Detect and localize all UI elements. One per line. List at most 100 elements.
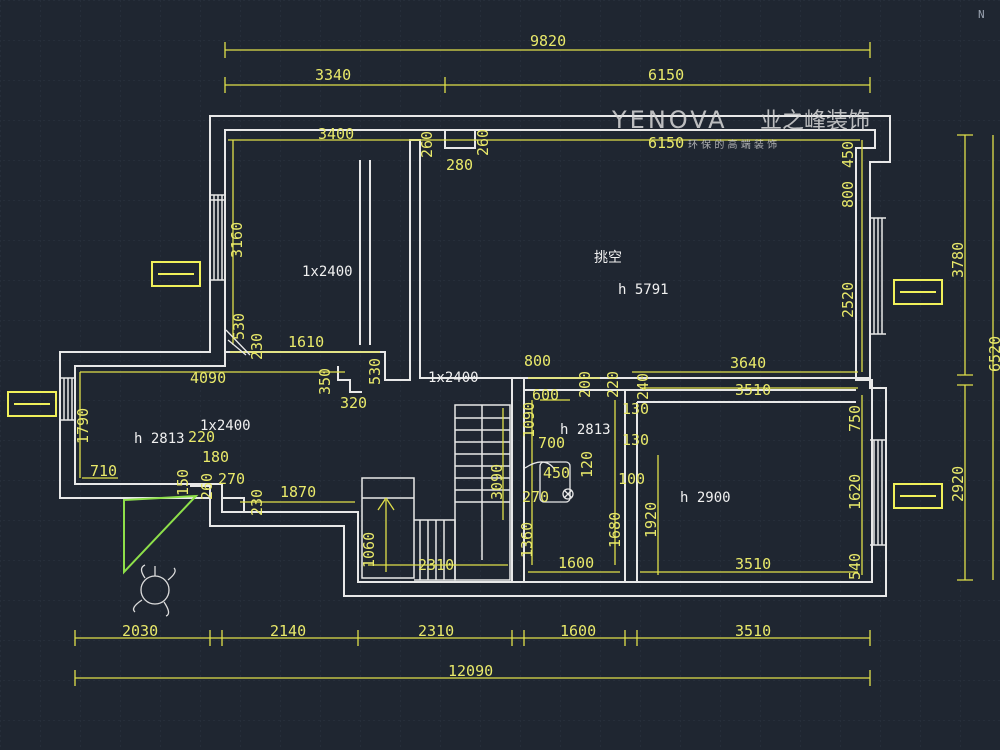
dim-260-b: 260 xyxy=(474,129,492,156)
dim-600: 600 xyxy=(532,386,559,404)
exterior-wall-outer xyxy=(59,115,891,597)
dim-1600-inner: 1600 xyxy=(558,554,594,572)
dim-2520: 2520 xyxy=(839,282,857,318)
dim-bottom-seg-2: 2140 xyxy=(270,622,306,640)
dim-350: 350 xyxy=(316,368,334,395)
bedroom-partition xyxy=(225,139,512,381)
dim-bottom-seg-5: 3510 xyxy=(735,622,771,640)
dim-3510-bottom: 3510 xyxy=(735,555,771,573)
dim-line-bottom-total xyxy=(74,670,871,686)
detail-dimension-labels: 3400 260 280 260 6150 450 800 2520 3160 … xyxy=(74,125,864,580)
exterior-wall-inner xyxy=(74,129,876,583)
watermark-logo: YENOVA 业之峰装饰 环 保 的 高 端 装 饰 xyxy=(611,106,870,151)
closet-marker xyxy=(225,329,251,356)
corridor-wall xyxy=(511,378,525,582)
dim-230-a: 230 xyxy=(248,333,266,360)
dim-260-a: 260 xyxy=(418,131,436,158)
left-notch xyxy=(337,366,362,393)
dim-bottom-seg-4: 1600 xyxy=(560,622,596,640)
dim-3510-top: 3510 xyxy=(735,381,771,399)
dim-line-east-bottom xyxy=(528,400,858,575)
elevation-marker-right-upper xyxy=(893,279,943,305)
fixtures xyxy=(225,329,574,503)
dim-240: 240 xyxy=(634,373,652,400)
dim-320: 320 xyxy=(340,394,367,412)
dim-1620: 1620 xyxy=(846,474,864,510)
dim-bottom-total: 12090 xyxy=(448,662,493,680)
dim-6150-inner: 6150 xyxy=(648,134,684,152)
dim-450-right: 450 xyxy=(839,141,857,168)
elevation-marker-right-lower xyxy=(893,483,943,509)
mid-height: h 2813 xyxy=(560,422,611,438)
bath-fixture xyxy=(539,461,571,503)
dim-220-left: 220 xyxy=(188,428,215,446)
void-label: 挑空 xyxy=(594,250,622,266)
dim-750: 750 xyxy=(846,405,864,432)
staircase xyxy=(361,404,511,581)
sw-opening: 1x2400 xyxy=(200,418,251,434)
dim-line-top-split xyxy=(224,77,871,93)
plant-icon xyxy=(132,564,176,617)
overall-dimension-labels: 9820 3340 6150 12090 2030 2140 2310 1600… xyxy=(122,32,1000,680)
dim-230-left: 230 xyxy=(248,489,266,516)
dim-line-east-top xyxy=(632,371,858,389)
dimension-lines xyxy=(74,42,994,686)
windows xyxy=(60,194,886,546)
dim-top-left: 3340 xyxy=(315,66,351,84)
se-height: h 2900 xyxy=(680,490,731,506)
stair-treads-landing xyxy=(419,520,445,580)
dim-3160: 3160 xyxy=(228,222,246,258)
column-top xyxy=(444,129,476,149)
dim-1610: 1610 xyxy=(288,333,324,351)
arrow-up-stairs xyxy=(377,497,395,511)
dim-150: 150 xyxy=(174,469,192,496)
dim-3090: 3090 xyxy=(488,464,506,500)
window-right-lower xyxy=(870,439,886,546)
dim-1360: 1360 xyxy=(518,522,536,558)
floor-drain-cross xyxy=(563,489,573,499)
dim-280: 280 xyxy=(446,156,473,174)
east-room-wall xyxy=(624,390,638,582)
elevation-markers xyxy=(7,261,943,509)
dim-1920: 1920 xyxy=(642,502,660,538)
window-right-upper xyxy=(870,217,886,335)
floor-drain-icon xyxy=(562,488,574,500)
dim-130-a: 130 xyxy=(622,400,649,418)
dim-line-right-lower xyxy=(957,384,973,581)
dim-top-total: 9820 xyxy=(530,32,566,50)
dim-1090: 1090 xyxy=(520,402,538,438)
window-west xyxy=(60,377,75,421)
dim-line-top-total xyxy=(224,42,871,58)
dim-3400: 3400 xyxy=(318,125,354,143)
dim-right-overall: 6520 xyxy=(986,336,1000,372)
dim-530-b: 530 xyxy=(366,358,384,385)
dim-130-b: 130 xyxy=(622,431,649,449)
dim-540: 540 xyxy=(846,553,864,580)
corridor-opening: 1x2400 xyxy=(428,370,479,386)
balcony-triangle xyxy=(123,494,199,575)
dim-line-west-room xyxy=(79,371,345,479)
dim-1060: 1060 xyxy=(360,532,378,568)
dim-260-left: 260 xyxy=(198,473,216,500)
dim-710: 710 xyxy=(90,462,117,480)
dim-2310-inner: 2310 xyxy=(418,556,454,574)
cabinet-left xyxy=(359,160,371,345)
dim-1680: 1680 xyxy=(606,512,624,548)
dim-700: 700 xyxy=(538,434,565,452)
dim-800-mid: 800 xyxy=(524,352,551,370)
dim-180: 180 xyxy=(202,448,229,466)
door-swing-bath xyxy=(524,461,556,471)
dim-3640: 3640 xyxy=(730,354,766,372)
corner-letter: N xyxy=(978,8,985,21)
watermark-brand: YENOVA xyxy=(611,106,728,134)
dim-right-upper: 3780 xyxy=(949,242,967,278)
sw-height: h 2813 xyxy=(134,431,185,447)
dim-line-right-upper xyxy=(957,134,973,376)
dim-270-mid: 270 xyxy=(522,488,549,506)
sw-corner-wall xyxy=(190,484,245,512)
dim-1790: 1790 xyxy=(74,408,92,444)
bedroom-opening: 1x2400 xyxy=(302,264,353,280)
dim-1870: 1870 xyxy=(280,483,316,501)
